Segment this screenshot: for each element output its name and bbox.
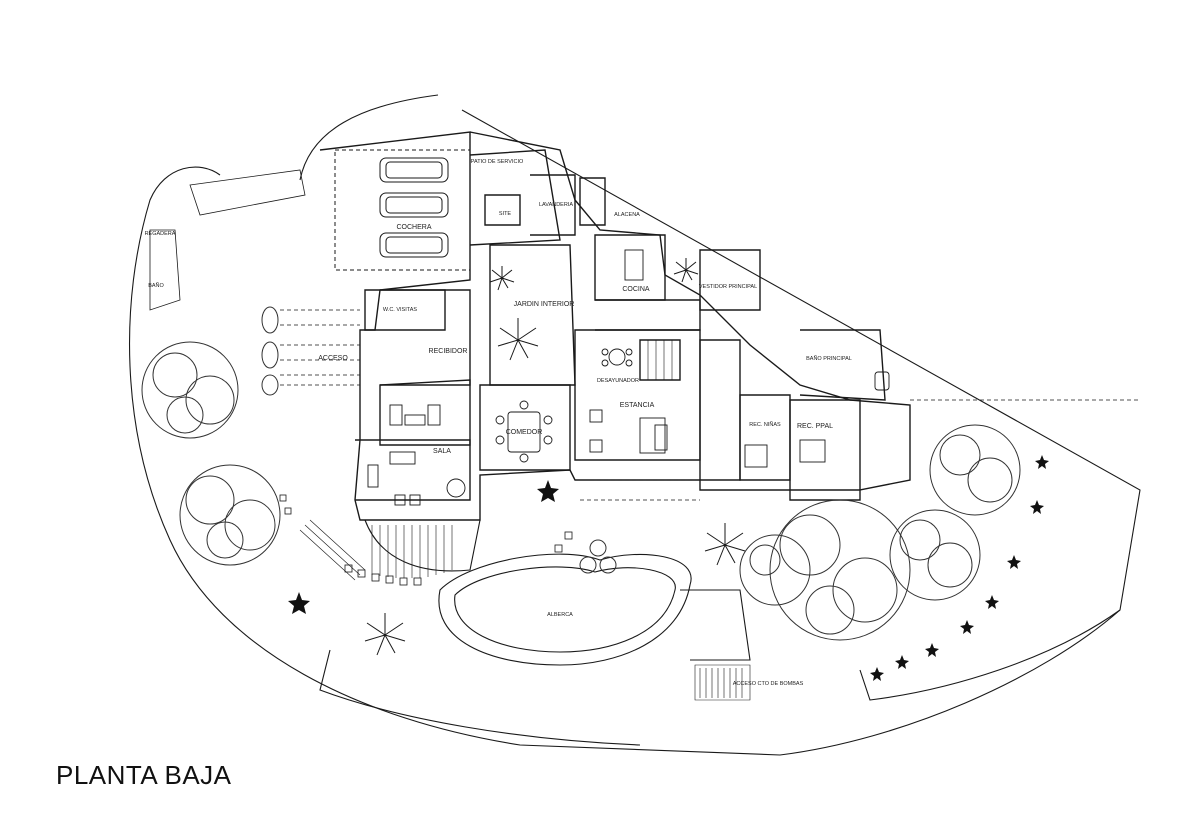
palm-icon [537, 480, 559, 502]
room-labels: COCHERA PATIO DE SERVICIO SITE LAVANDERI… [145, 159, 852, 687]
trees [141, 306, 1021, 641]
palm-icon [489, 266, 515, 291]
label-recibidor: RECIBIDOR [429, 348, 468, 355]
label-cocina: COCINA [622, 286, 650, 293]
shrub-icon [261, 306, 279, 396]
label-regadera: REGADERA [145, 231, 176, 237]
label-site: SITE [499, 211, 512, 217]
label-bombas: ACCESO CTO DE BOMBAS [733, 681, 804, 687]
label-alberca: ALBERCA [547, 612, 573, 618]
page-title: PLANTA BAJA [56, 760, 232, 790]
guide-lines [280, 309, 1140, 501]
star-palms [288, 455, 1049, 681]
label-bano: BAÑO [148, 282, 164, 289]
tree-icon [889, 509, 981, 601]
label-lavanderia: LAVANDERIA [539, 202, 573, 208]
label-jardin: JARDIN INTERIOR [514, 301, 575, 308]
label-estancia: ESTANCIA [620, 402, 655, 409]
palm-icon [704, 523, 746, 566]
label-wc: W.C. VISITAS [383, 307, 417, 313]
dining-table-icon [507, 411, 541, 453]
label-rec-ninas: REC. NIÑAS [749, 421, 781, 428]
shrub-icon [579, 539, 617, 574]
label-cochera: COCHERA [396, 224, 431, 231]
tree-icon [769, 499, 911, 641]
palm-icon [288, 592, 310, 614]
tree-icon [141, 341, 239, 439]
label-bano-ppal: BAÑO PRINCIPAL [806, 355, 852, 362]
car-icon [379, 192, 449, 218]
palm-icon [364, 613, 406, 656]
stepping-stones [279, 494, 573, 586]
carport [334, 149, 471, 271]
access-path [149, 169, 306, 311]
label-acceso: ACCESO [318, 355, 348, 362]
palm-icon [497, 318, 539, 361]
label-patio: PATIO DE SERVICIO [471, 159, 524, 165]
site-outline [129, 94, 1141, 756]
label-sala: SALA [433, 448, 451, 455]
label-comedor: COMEDOR [506, 429, 543, 436]
tree-icon [929, 424, 1021, 516]
label-rec-ppal: REC. PPAL [797, 423, 833, 430]
tree-icon [739, 534, 811, 606]
car-icon [379, 157, 449, 183]
pool [364, 519, 751, 666]
palms [364, 258, 746, 656]
label-alacena: ALACENA [614, 212, 640, 218]
side-table-icon [446, 478, 466, 498]
tree-icon [179, 464, 281, 566]
furniture [367, 249, 890, 506]
label-vestidor: VESTIDOR PRINCIPAL [699, 284, 757, 290]
label-desayunador: DESAYUNADOR [597, 378, 639, 384]
palm-icon [673, 258, 699, 283]
stairs [299, 340, 751, 701]
car-icon [379, 232, 449, 258]
sofa-icon [389, 451, 416, 465]
breakfast-table-icon [608, 348, 626, 366]
